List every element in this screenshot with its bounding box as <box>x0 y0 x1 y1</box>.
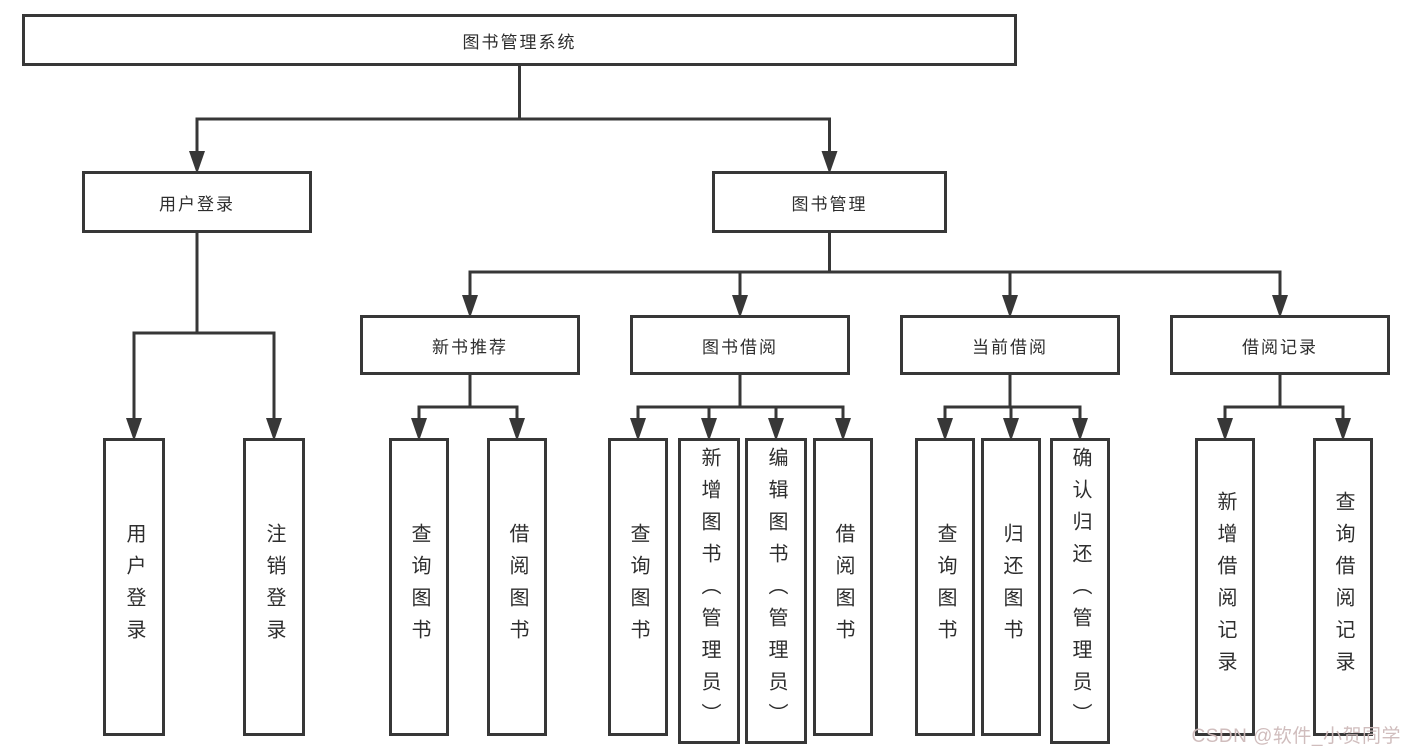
node-label-rec-query-book: 查询图书 <box>408 523 430 651</box>
watermark: CSDN @软件_小贺同学 <box>1191 726 1401 747</box>
diagram-node-br-query-record: 查询借阅记录 <box>1313 438 1373 736</box>
diagram-node-user-login-leaf: 用户登录 <box>103 438 165 736</box>
node-label-book-borrow: 图书借阅 <box>702 337 778 357</box>
diagram-node-logout-leaf: 注销登录 <box>243 438 305 736</box>
diagram-node-new-book-rec: 新书推荐 <box>360 315 580 375</box>
node-label-rec-borrow-book: 借阅图书 <box>506 523 528 651</box>
node-label-bb-edit-book: 编辑图书（管理员） <box>765 447 787 735</box>
node-label-current-borrow: 当前借阅 <box>972 337 1048 357</box>
diagram-node-book-mgmt: 图书管理 <box>712 171 947 233</box>
diagram-node-bb-query-book: 查询图书 <box>608 438 668 736</box>
diagram-node-cb-query-book: 查询图书 <box>915 438 975 736</box>
diagram-node-current-borrow: 当前借阅 <box>900 315 1120 375</box>
diagram-node-borrow-record: 借阅记录 <box>1170 315 1390 375</box>
diagram-node-rec-borrow-book: 借阅图书 <box>487 438 547 736</box>
node-label-br-add-record: 新增借阅记录 <box>1214 491 1236 683</box>
node-label-borrow-record: 借阅记录 <box>1242 337 1318 357</box>
node-label-logout-leaf: 注销登录 <box>263 523 285 651</box>
node-label-user-login-leaf: 用户登录 <box>123 523 145 651</box>
diagram-node-br-add-record: 新增借阅记录 <box>1195 438 1255 736</box>
diagram-node-rec-query-book: 查询图书 <box>389 438 449 736</box>
node-label-bb-add-book: 新增图书（管理员） <box>698 447 720 735</box>
diagram-node-bb-edit-book: 编辑图书（管理员） <box>745 438 807 744</box>
node-label-bb-borrow-book: 借阅图书 <box>832 523 854 651</box>
node-label-cb-return-book: 归还图书 <box>1000 523 1022 651</box>
diagram-node-bb-borrow-book: 借阅图书 <box>813 438 873 736</box>
node-label-bb-query-book: 查询图书 <box>627 523 649 651</box>
node-label-user-login: 用户登录 <box>159 194 235 214</box>
diagram-node-bb-add-book: 新增图书（管理员） <box>678 438 740 744</box>
diagram-node-cb-confirm-return: 确认归还（管理员） <box>1050 438 1110 744</box>
node-label-cb-confirm-return: 确认归还（管理员） <box>1069 447 1091 735</box>
diagram-node-root: 图书管理系统 <box>22 14 1017 66</box>
node-label-root: 图书管理系统 <box>462 32 577 52</box>
node-label-cb-query-book: 查询图书 <box>934 523 956 651</box>
node-label-book-mgmt: 图书管理 <box>791 194 868 214</box>
node-label-new-book-rec: 新书推荐 <box>432 337 508 357</box>
diagram-node-user-login: 用户登录 <box>82 171 312 233</box>
diagram-node-book-borrow: 图书借阅 <box>630 315 850 375</box>
diagram-node-cb-return-book: 归还图书 <box>981 438 1041 736</box>
node-label-br-query-record: 查询借阅记录 <box>1332 491 1354 683</box>
